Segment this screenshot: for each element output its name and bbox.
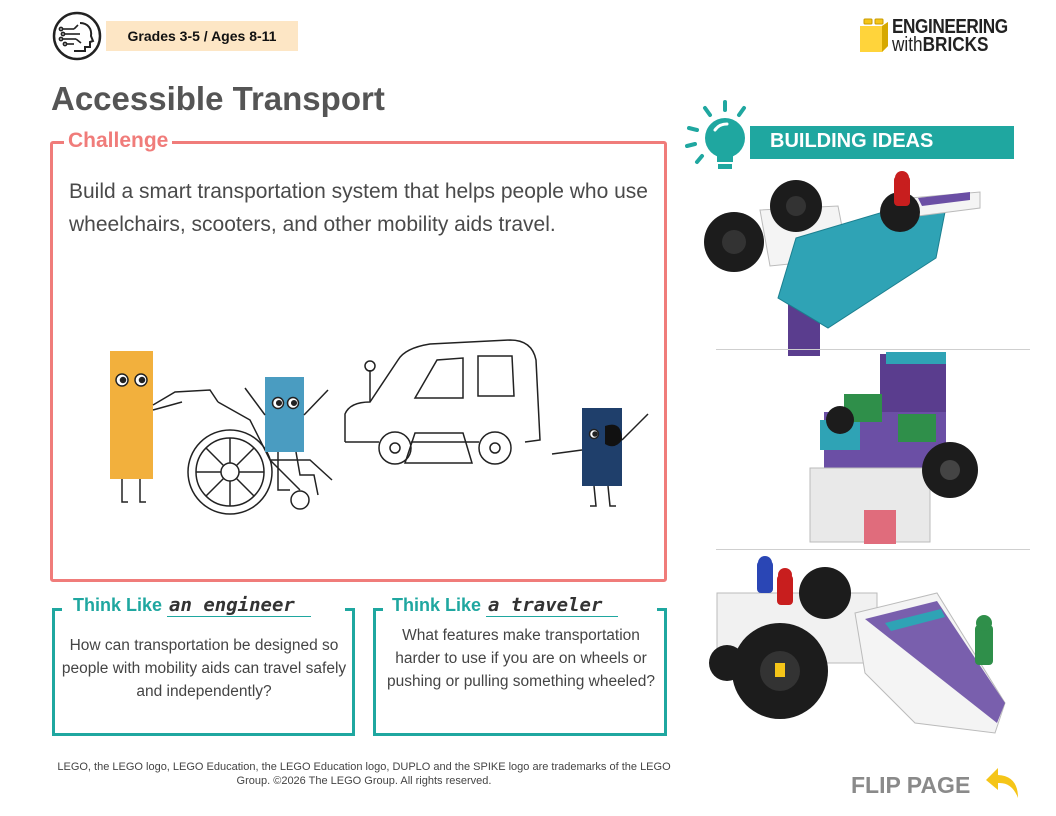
think-prefix: Think Like <box>392 595 482 615</box>
building-ideas-bar <box>750 126 1014 159</box>
think-box-engineer <box>52 608 355 736</box>
brand-line1: ENGINEERING <box>892 16 1008 38</box>
flip-page-label[interactable]: FLIP PAGE <box>851 772 971 798</box>
think-prefix: Think Like <box>73 595 163 615</box>
build-photo-1 <box>704 171 981 356</box>
think-role: a traveler <box>486 594 619 617</box>
legal-footer: LEGO, the LEGO logo, LEGO Education, the… <box>57 761 671 787</box>
think-role: an engineer <box>167 594 311 617</box>
navy-brick-character <box>551 408 649 507</box>
challenge-label: Challenge <box>64 129 173 153</box>
build-photo-2 <box>809 352 978 544</box>
photo-separator <box>716 549 1030 550</box>
brand-with: with <box>892 34 923 56</box>
tech-head-logo-icon <box>52 11 102 61</box>
photo-separator <box>716 349 1030 350</box>
page-title: Accessible Transport <box>51 80 385 117</box>
blue-brick-character <box>244 377 329 496</box>
brick-logo-icon <box>860 18 888 52</box>
building-ideas-label: BUILDING IDEAS <box>770 130 934 152</box>
brand-bricks: BRICKS <box>922 34 989 56</box>
grade-badge: Grades 3-5 / Ages 8-11 <box>106 21 298 51</box>
car-drawing <box>344 339 541 465</box>
think-heading-traveler: Think Like a traveler <box>392 594 619 617</box>
engineering-with-bricks-logo: ENGINEERING withBRICKS <box>858 14 1018 56</box>
wheelchair <box>187 401 333 515</box>
transport-illustration <box>110 339 649 515</box>
lightbulb-icon <box>685 100 746 169</box>
yellow-brick-character <box>110 351 219 503</box>
build-photo-3 <box>709 556 1006 734</box>
think-question-engineer: How can transportation be designed so pe… <box>61 637 347 700</box>
think-question-traveler: What features make transportation harder… <box>387 627 655 690</box>
flip-arrow-icon[interactable] <box>984 766 1022 800</box>
think-heading-engineer: Think Like an engineer <box>73 594 311 617</box>
challenge-text: Build a smart transportation system that… <box>69 180 648 236</box>
brand-line2: withBRICKS <box>892 34 989 57</box>
think-box-traveler <box>373 608 667 736</box>
challenge-box <box>50 141 667 582</box>
